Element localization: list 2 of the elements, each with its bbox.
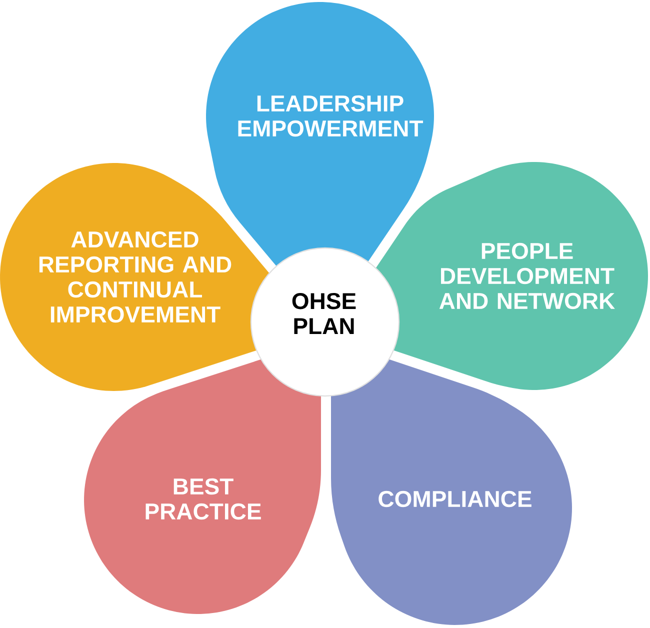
petal: BEST PRACTICE (84, 340, 321, 614)
petal: COMPLIANCE (331, 340, 572, 625)
